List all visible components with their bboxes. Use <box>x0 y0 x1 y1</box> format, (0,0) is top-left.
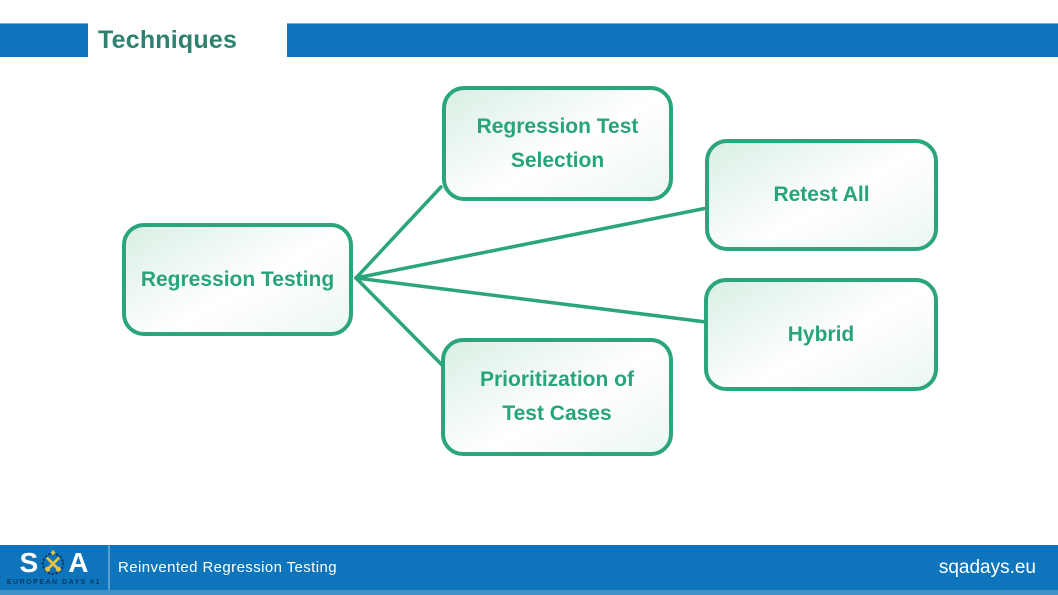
node-hybrid: Hybrid <box>704 278 938 391</box>
sqa-emblem-icon <box>39 549 67 577</box>
website-url: sqadays.eu <box>938 556 1036 578</box>
logo-letter-a: A <box>68 547 89 578</box>
sqa-logo-letters: S A <box>20 549 89 577</box>
node-label: Regression Testing <box>140 267 335 291</box>
page-title: Techniques <box>98 25 238 54</box>
node-regression-test-selection: Regression Test Selection <box>442 86 673 201</box>
edge-to-retest-all <box>354 206 709 280</box>
node-label: Prioritization of Test Cases <box>480 368 634 425</box>
presentation-title: Reinvented Regression Testing <box>118 559 337 576</box>
edge-to-hybrid <box>354 276 708 324</box>
edge-to-prioritization <box>354 276 445 368</box>
footer-bar: S A EUROPEAN DAYS #1 <box>0 545 1058 595</box>
node-label: Regression Test Selection <box>476 114 639 172</box>
node-label: Retest All <box>773 183 870 207</box>
node-retest-all: Retest All <box>705 139 938 251</box>
node-prioritization-of-test-cases: Prioritization of Test Cases <box>441 338 673 456</box>
node-regression-testing: Regression Testing <box>122 223 353 336</box>
node-label: Hybrid <box>787 322 855 346</box>
edge-to-regression-test-selection <box>354 185 443 280</box>
title-bar-right-segment <box>287 23 1058 57</box>
title-bar-left-segment <box>0 23 88 57</box>
logo-subtext: EUROPEAN DAYS #1 <box>6 579 102 586</box>
sqa-days-logo: S A EUROPEAN DAYS #1 <box>0 545 110 590</box>
logo-letter-s: S <box>19 547 39 578</box>
